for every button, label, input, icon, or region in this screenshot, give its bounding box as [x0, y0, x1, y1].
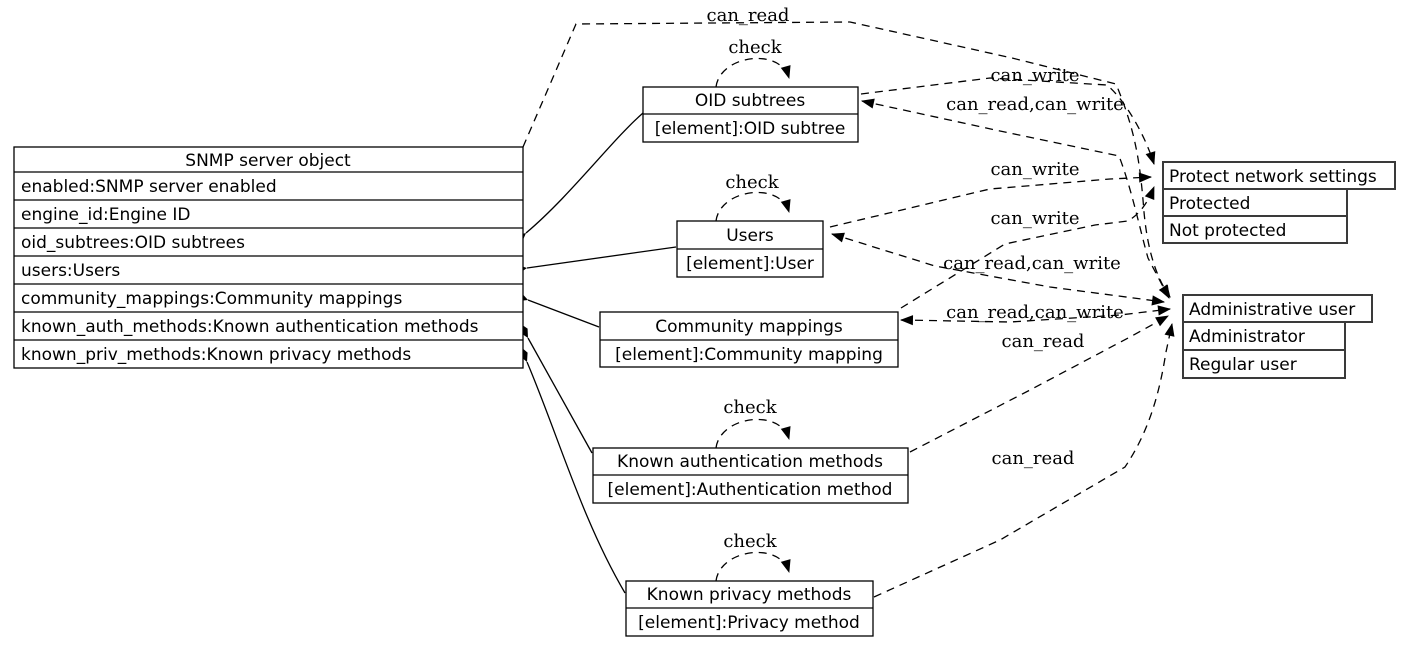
snmp-attr-known-auth-methods: known_auth_methods:Known authentication …: [21, 317, 479, 337]
regular-user-row-box: [1182, 349, 1346, 379]
edge-snmp-known-priv-methods: [519, 346, 626, 594]
edge-label-can-write-users: can_write: [990, 159, 1079, 180]
administrative-user-title: Administrative user: [1189, 300, 1355, 320]
edge-label-can-write-oid: can_write: [990, 65, 1079, 86]
users-title: Users: [726, 226, 774, 246]
edge-can-write-users-pns: [829, 172, 1153, 228]
edge-label-check-oid: check: [728, 37, 782, 58]
node-known-auth-methods: Known authentication methods [element]:A…: [592, 447, 909, 504]
edge-label-check-kam: check: [723, 397, 777, 418]
node-users: Users [element]:User: [676, 220, 824, 278]
known-auth-methods-element: [element]:Authentication method: [608, 480, 893, 500]
edge-label-crw-oid: can_read,can_write: [946, 94, 1124, 115]
edge-snmp-known-auth-methods: [519, 323, 593, 454]
edge-check-oid-subtrees: [715, 57, 791, 88]
snmp-attr-known-priv-methods: known_priv_methods:Known privacy methods: [21, 345, 411, 365]
protected-row: Protected: [1169, 194, 1250, 214]
composition-edges: [510, 112, 677, 594]
edge-check-kpm: [715, 551, 791, 582]
node-protect-network-settings: Protect network settings Protected Not p…: [1162, 161, 1396, 244]
users-element: [element]:User: [686, 254, 814, 274]
edge-label-can-read-kpm: can_read: [992, 448, 1075, 469]
edge-can-read-write-oid-admin: [860, 98, 1170, 299]
edge-label-can-read-top: can_read: [707, 5, 790, 26]
regular-user-row: Regular user: [1189, 355, 1297, 375]
edge-can-write-cm-pns: [900, 186, 1155, 309]
administrator-row-box: [1182, 321, 1346, 351]
snmp-attr-oid-subtrees: oid_subtrees:OID subtrees: [21, 233, 245, 253]
community-mappings-element: [element]:Community mapping: [615, 345, 883, 365]
edge-labels: can_read can_write can_read,can_write ca…: [707, 5, 1124, 552]
snmp-server-title: SNMP server object: [185, 151, 351, 171]
edge-check-users: [715, 191, 791, 222]
node-oid-subtrees: OID subtrees [element]:OID subtree: [642, 86, 859, 143]
administrative-user-header-box: [1182, 294, 1373, 323]
edge-snmp-users: [510, 246, 677, 274]
not-protected-row-box: [1162, 215, 1348, 244]
known-priv-methods-title: Known privacy methods: [647, 585, 852, 605]
administrator-row: Administrator: [1189, 327, 1305, 347]
oid-subtrees-title: OID subtrees: [695, 91, 806, 111]
snmp-server-box: [13, 146, 524, 369]
edge-snmp-oid-subtrees: [513, 112, 644, 244]
edge-label-can-read-kam: can_read: [1002, 331, 1085, 352]
edge-label-crw-users: can_read,can_write: [943, 253, 1121, 274]
protect-network-settings-header-box: [1162, 161, 1396, 190]
known-priv-methods-element: [element]:Privacy method: [638, 613, 860, 633]
edge-can-read-write-cm-admin: [899, 305, 1172, 326]
edge-can-read-write-users-admin: [831, 232, 1166, 306]
snmp-attr-community-mappings: community_mappings:Community mappings: [21, 289, 402, 309]
edge-can-read-kam-admin: [909, 315, 1169, 453]
permission-edges: [522, 21, 1175, 598]
snmp-attr-enabled: enabled:SNMP server enabled: [21, 177, 277, 197]
edge-check-kam: [715, 418, 791, 449]
edge-label-check-users: check: [725, 172, 779, 193]
edge-label-crw-cm: can_read,can_write: [946, 302, 1124, 323]
edge-snmp-community-mappings: [512, 293, 600, 328]
node-snmp-server-object: SNMP server object enabled:SNMP server e…: [13, 146, 524, 369]
community-mappings-title: Community mappings: [655, 317, 843, 337]
not-protected-row: Not protected: [1169, 221, 1286, 241]
edge-can-read-kpm-admin: [873, 322, 1175, 598]
known-auth-methods-title: Known authentication methods: [617, 452, 883, 472]
node-administrative-user: Administrative user Administrator Regula…: [1182, 294, 1373, 379]
protect-network-settings-title: Protect network settings: [1169, 167, 1377, 187]
edge-label-check-kpm: check: [723, 531, 777, 552]
node-community-mappings: Community mappings [element]:Community m…: [599, 311, 899, 368]
check-loops: [715, 57, 791, 582]
snmp-attr-engine-id: engine_id:Engine ID: [21, 205, 191, 225]
edge-label-can-write-cm: can_write: [990, 208, 1079, 229]
node-known-priv-methods: Known privacy methods [element]:Privacy …: [625, 580, 874, 637]
oid-subtrees-element: [element]:OID subtree: [655, 119, 846, 139]
snmp-attr-users: users:Users: [21, 261, 120, 281]
